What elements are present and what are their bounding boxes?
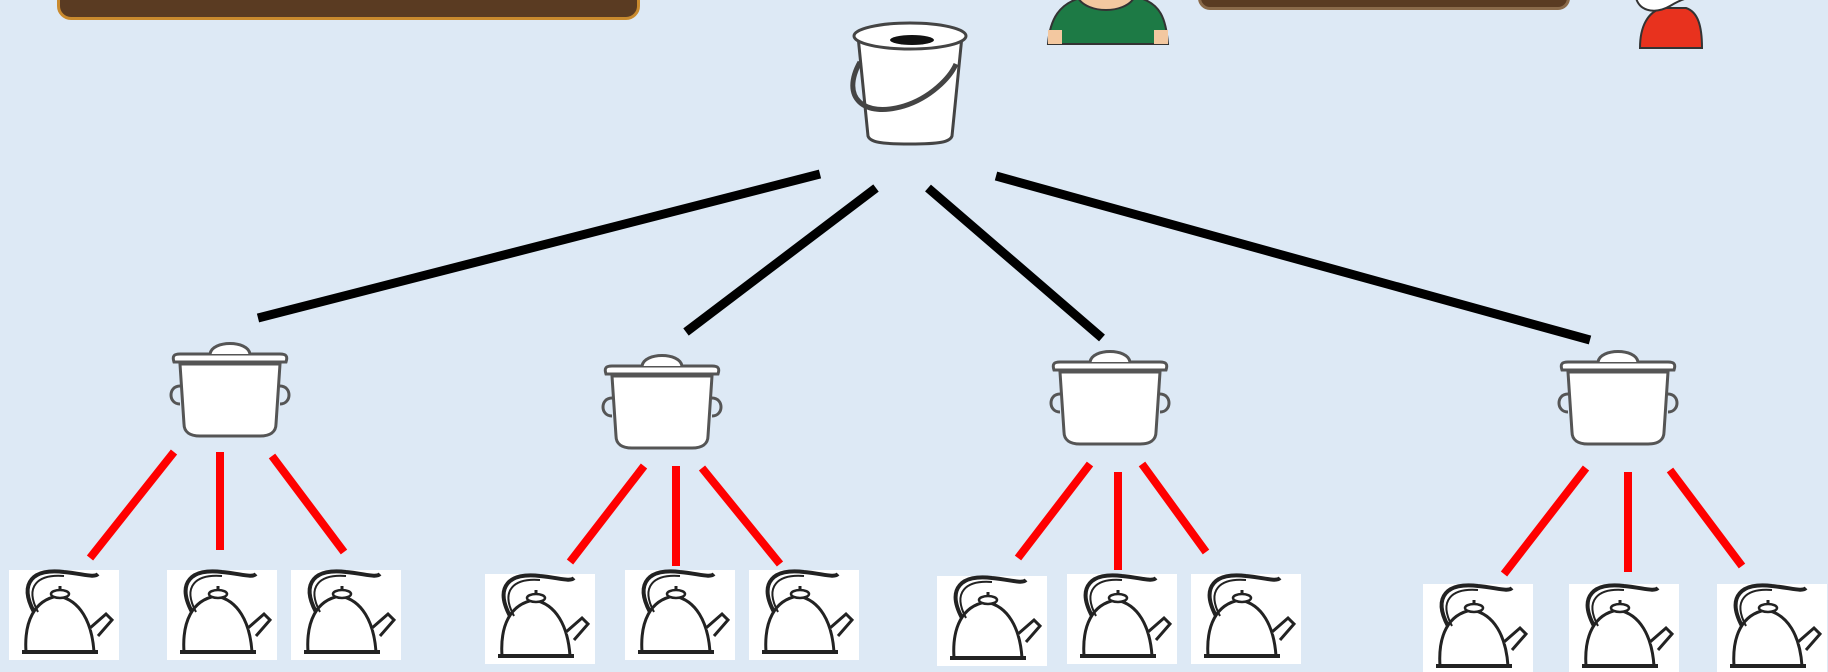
bucket-icon (853, 23, 966, 144)
kettle-icon (1191, 574, 1301, 664)
kettle-icon (749, 570, 859, 660)
connector-line-red (1670, 470, 1742, 566)
connector-line-red (570, 466, 644, 562)
connector-line-red (702, 468, 780, 564)
pot-icon (1051, 352, 1169, 445)
pot-icon (171, 344, 289, 437)
connector-line (928, 188, 1102, 338)
connector-line-red (1018, 464, 1090, 558)
connector-line-red (1142, 464, 1206, 552)
pot-icon (1559, 352, 1677, 445)
connector-line (996, 176, 1590, 340)
kettle-icon (625, 570, 735, 660)
kettle-icon (291, 570, 401, 660)
pot-icon (603, 356, 721, 449)
kettle-icon (1717, 584, 1827, 672)
kettle-icon (1569, 584, 1679, 672)
connector-line-red (1504, 468, 1586, 574)
kettle-icon (485, 574, 595, 664)
child-figure-red (1636, 0, 1702, 48)
child-figure-green (1048, 0, 1168, 44)
connector-line-red (272, 456, 344, 552)
kettle-icon (937, 576, 1047, 666)
kettle-icon (1423, 584, 1533, 672)
connector-line (686, 188, 876, 332)
connector-line-red (90, 452, 174, 558)
kettle-icon (9, 570, 119, 660)
kettle-icon (1067, 574, 1177, 664)
kettle-icon (167, 570, 277, 660)
